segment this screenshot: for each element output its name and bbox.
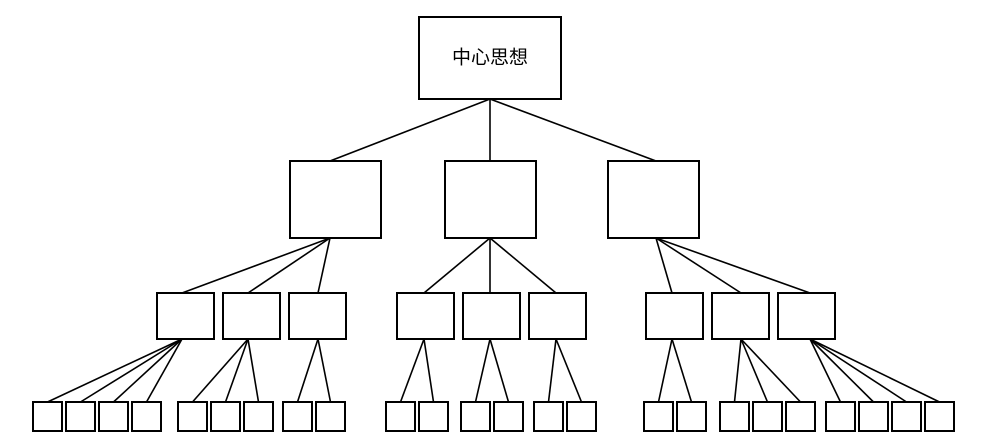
leaf-node <box>282 401 313 432</box>
level2-node <box>528 292 587 340</box>
leaf-node <box>131 401 162 432</box>
leaf-node <box>315 401 346 432</box>
edge-root-to-level1 <box>489 98 657 162</box>
leaf-node <box>98 401 129 432</box>
level2-node <box>462 292 521 340</box>
edge-level2-to-leaf <box>809 338 907 403</box>
leaf-node <box>493 401 524 432</box>
edge-level2-to-leaf <box>399 338 425 403</box>
edge-level2-to-leaf <box>671 338 693 403</box>
edge-level2-to-leaf <box>47 338 183 403</box>
leaf-node <box>385 401 416 432</box>
leaf-node <box>676 401 707 432</box>
level1-node <box>289 160 382 239</box>
edge-level2-to-leaf <box>80 338 183 403</box>
edge-level2-to-leaf <box>555 338 583 403</box>
leaf-node <box>177 401 208 432</box>
edge-level2-to-leaf <box>145 338 183 403</box>
leaf-node <box>533 401 564 432</box>
level2-node <box>156 292 215 340</box>
edge-level2-to-leaf <box>191 338 249 403</box>
edge-level2-to-leaf <box>809 338 875 403</box>
level1-node <box>444 160 537 239</box>
edge-level2-to-leaf <box>547 338 557 403</box>
edges <box>47 98 940 403</box>
leaf-node <box>65 401 96 432</box>
edge-level1-to-level2 <box>181 237 331 294</box>
level1-node <box>607 160 700 239</box>
leaf-node <box>785 401 816 432</box>
edge-level2-to-leaf <box>296 338 319 403</box>
leaf-node <box>752 401 783 432</box>
leaf-node <box>566 401 597 432</box>
edge-level1-to-level2 <box>423 237 491 294</box>
edge-level2-to-leaf <box>247 338 260 403</box>
root-label: 中心思想 <box>452 47 528 69</box>
leaf-node <box>891 401 922 432</box>
edge-level2-to-leaf <box>809 338 842 403</box>
level2-node <box>645 292 704 340</box>
leaf-node <box>924 401 955 432</box>
edge-level2-to-leaf <box>489 338 510 403</box>
edge-level1-to-level2 <box>655 237 673 294</box>
edge-level2-to-leaf <box>740 338 769 403</box>
level2-node <box>396 292 455 340</box>
nodes: 中心思想 <box>32 16 955 432</box>
edge-root-to-level1 <box>329 98 491 162</box>
edge-level2-to-leaf <box>112 338 183 403</box>
edge-level2-to-leaf <box>317 338 332 403</box>
edge-level2-to-leaf <box>657 338 673 403</box>
edge-level1-to-level2 <box>489 237 557 294</box>
leaf-node <box>643 401 674 432</box>
edge-level1-to-level2 <box>655 237 742 294</box>
leaf-node <box>243 401 274 432</box>
edge-level1-to-level2 <box>247 237 331 294</box>
level2-node <box>222 292 281 340</box>
edge-level2-to-leaf <box>474 338 491 403</box>
leaf-node <box>460 401 491 432</box>
leaf-node <box>719 401 750 432</box>
edge-level1-to-level2 <box>317 237 331 294</box>
edge-level2-to-leaf <box>733 338 742 403</box>
edge-level2-to-leaf <box>423 338 435 403</box>
edge-level1-to-level2 <box>655 237 811 294</box>
level2-node <box>777 292 836 340</box>
level2-node <box>711 292 770 340</box>
leaf-node <box>858 401 889 432</box>
edge-level2-to-leaf <box>224 338 249 403</box>
root-node <box>418 16 562 100</box>
leaf-node <box>210 401 241 432</box>
edge-level2-to-leaf <box>809 338 940 403</box>
leaf-node <box>418 401 449 432</box>
edge-level2-to-leaf <box>740 338 802 403</box>
leaf-node <box>32 401 63 432</box>
level2-node <box>288 292 347 340</box>
leaf-node <box>825 401 856 432</box>
